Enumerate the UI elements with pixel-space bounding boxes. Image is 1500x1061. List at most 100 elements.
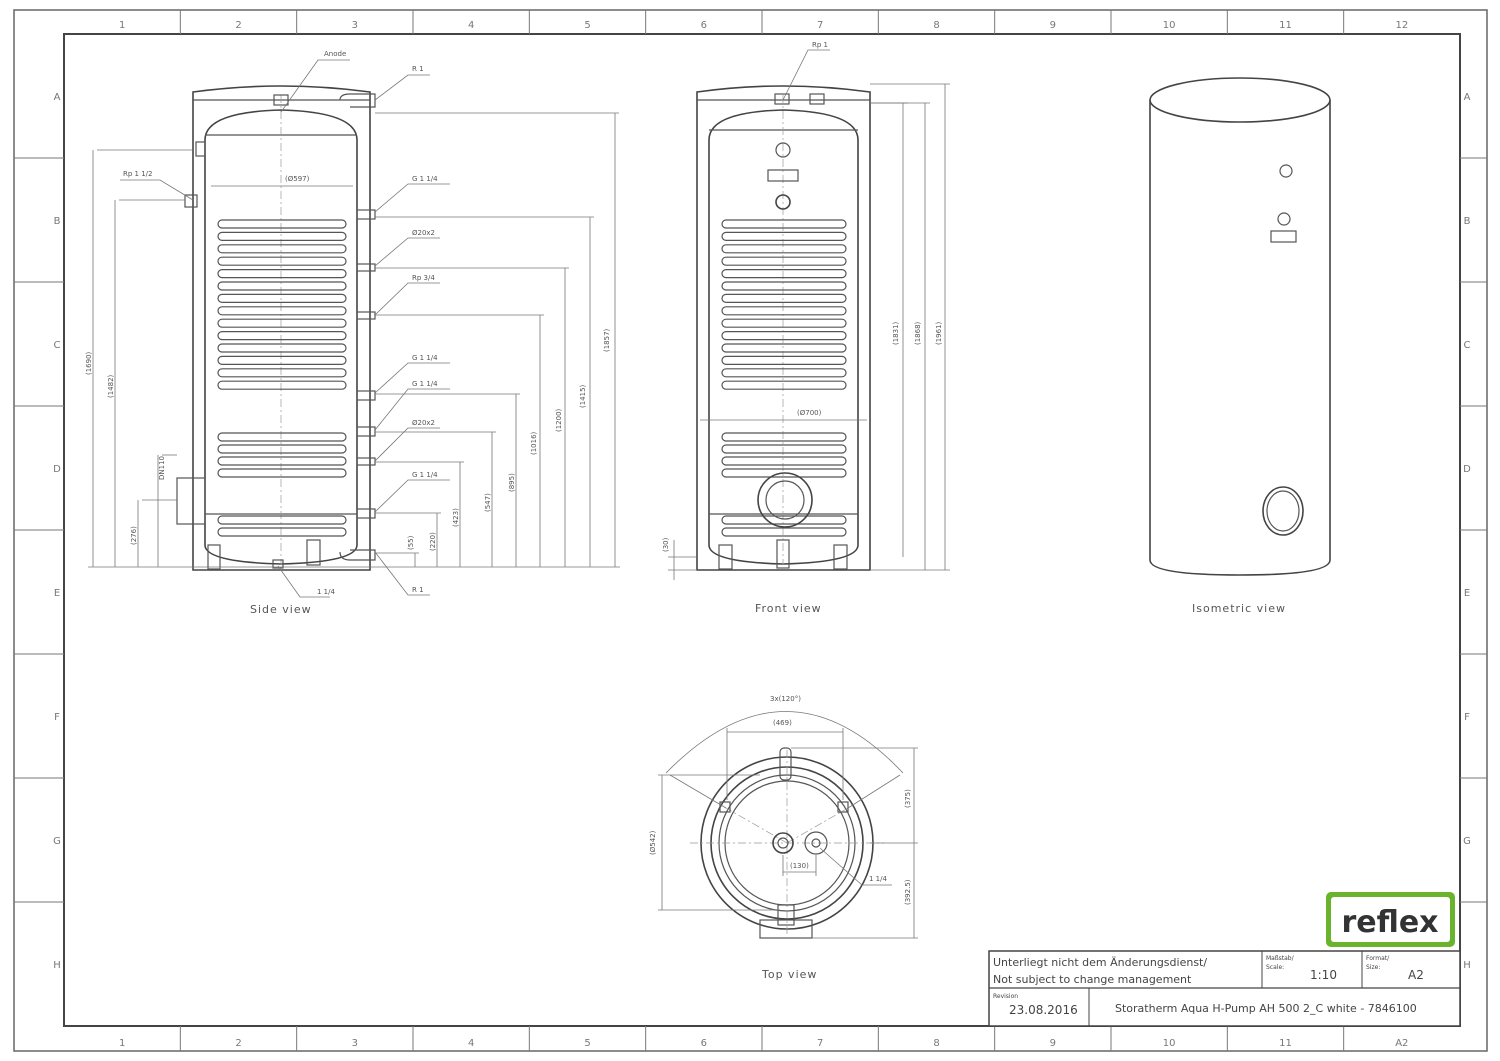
grid-column-label: 2 — [235, 20, 241, 31]
side-view: Anode R 1 Rp 1 1/2 (Ø597) G 1 1/4 Ø20x2 … — [85, 50, 620, 616]
dim-276: (276) — [130, 526, 138, 545]
coil-turn — [217, 293, 347, 303]
coil-turn — [217, 432, 347, 442]
grid-row-label: B — [54, 216, 61, 227]
coil-turn — [721, 355, 847, 365]
grid-row-label: H — [53, 960, 61, 971]
coil-turn — [721, 231, 847, 241]
format-value: A2 — [1408, 968, 1424, 982]
dim-30: (30) — [662, 537, 670, 552]
coil-turn — [721, 527, 847, 537]
coil-turn — [721, 269, 847, 279]
grid-column-label: 9 — [1050, 20, 1056, 31]
coil-turn — [217, 355, 347, 365]
dim-1482: (1482) — [107, 374, 115, 398]
label-g114-2: G 1 1/4 — [412, 354, 438, 362]
label-g114-3: G 1 1/4 — [412, 380, 438, 388]
label-g114-4: G 1 1/4 — [412, 471, 438, 479]
coil-turn — [721, 306, 847, 316]
coil-turn — [721, 368, 847, 378]
title-block: Unterliegt nicht dem Änderungsdienst/ No… — [988, 950, 1461, 1027]
label-g114-1: G 1 1/4 — [412, 175, 438, 183]
label-angle: 3x(120°) — [770, 695, 801, 703]
product-title: Storatherm Aqua H-Pump AH 500 2_C white … — [1115, 1002, 1417, 1015]
grid-column-label: 8 — [933, 20, 939, 31]
dim-547: (547) — [484, 493, 492, 512]
front-view-title: Front view — [755, 602, 822, 615]
revision-date: 23.08.2016 — [1009, 1003, 1078, 1017]
grid-row-label: E — [54, 588, 60, 599]
format-label-en: Size: — [1366, 964, 1380, 971]
dim-392: (392.5) — [904, 879, 912, 905]
reflex-badge — [767, 169, 799, 182]
dim-1415: (1415) — [579, 384, 587, 408]
coil-turn — [721, 432, 847, 442]
dim-1857: (1857) — [603, 328, 611, 352]
grid-column-label: 10 — [1163, 1038, 1176, 1049]
coil-turn — [721, 468, 847, 478]
side-connections — [176, 93, 376, 570]
coil-turn — [721, 318, 847, 328]
grid-column-label: 1 — [119, 1038, 125, 1049]
grid-row-label: D — [53, 464, 61, 475]
coil-turn — [217, 380, 347, 390]
coil-turn — [217, 444, 347, 454]
isometric-view: Isometric view — [1149, 77, 1331, 615]
label-r1-top: R 1 — [412, 65, 424, 73]
coil-turn — [217, 281, 347, 291]
grid-row-label: A — [54, 92, 61, 103]
grid-row-label: G — [53, 836, 61, 847]
outer-border — [13, 9, 1488, 1052]
grid-row-label: B — [1464, 216, 1471, 227]
grid-column-label: 8 — [933, 1038, 939, 1049]
grid-column-label: 6 — [701, 20, 707, 31]
label-conn: 1 1/4 — [869, 875, 887, 883]
coil-turn — [217, 219, 347, 229]
side-dimension-lines — [88, 112, 620, 568]
logo-text: reflex — [1341, 905, 1438, 940]
coil-turn — [721, 331, 847, 341]
label-rp1: Rp 1 — [812, 41, 828, 49]
dim-469: (469) — [773, 719, 792, 727]
top-view-title: Top view — [761, 968, 817, 981]
grid-row-label: C — [54, 340, 61, 351]
grid-row-label: H — [1463, 960, 1471, 971]
grid-row-label: C — [1464, 340, 1471, 351]
grid-column-label: 1 — [119, 20, 125, 31]
dim-1868: (1868) — [914, 321, 922, 345]
dim-1831: (1831) — [892, 321, 900, 345]
dim-55: (55) — [407, 535, 415, 550]
coil-turn — [217, 368, 347, 378]
grid-column-label: A2 — [1395, 1038, 1408, 1049]
coil-turn — [217, 269, 347, 279]
grid-column-label: 7 — [817, 20, 823, 31]
grid-row-label: F — [54, 712, 60, 723]
label-drain: 1 1/4 — [317, 588, 335, 596]
isometric-view-title: Isometric view — [1192, 602, 1286, 615]
coil-turn — [721, 219, 847, 229]
coil-turn — [721, 456, 847, 466]
grid-column-label: 3 — [352, 1038, 358, 1049]
coil-turn — [721, 256, 847, 266]
notice-de: Unterliegt nicht dem Änderungsdienst/ — [993, 956, 1207, 969]
coil-turn — [217, 256, 347, 266]
side-heat-exchanger-coils — [217, 219, 347, 537]
coil-turn — [721, 281, 847, 291]
coil-turn — [217, 456, 347, 466]
front-heat-exchanger-coils — [721, 219, 847, 537]
format-label-de: Format/ — [1366, 955, 1390, 962]
grid-row-label: A — [1464, 92, 1471, 103]
dim-1690: (1690) — [85, 351, 93, 375]
grid-column-label: 7 — [817, 1038, 823, 1049]
coil-turn — [721, 244, 847, 254]
grid-column-label: 5 — [584, 1038, 590, 1049]
label-diameter-597: (Ø597) — [285, 175, 310, 183]
front-view: Rp 1 (Ø700) (1831) (1868) (1961) (30) Fr… — [662, 41, 950, 615]
coil-turn — [721, 515, 847, 525]
grid-row-label: E — [1464, 588, 1470, 599]
coil-turn — [217, 468, 347, 478]
coil-turn — [217, 306, 347, 316]
scale-label-de: Maßstab/ — [1266, 955, 1295, 962]
grid-row-label: G — [1463, 836, 1471, 847]
scale-label-en: Scale: — [1266, 964, 1284, 971]
